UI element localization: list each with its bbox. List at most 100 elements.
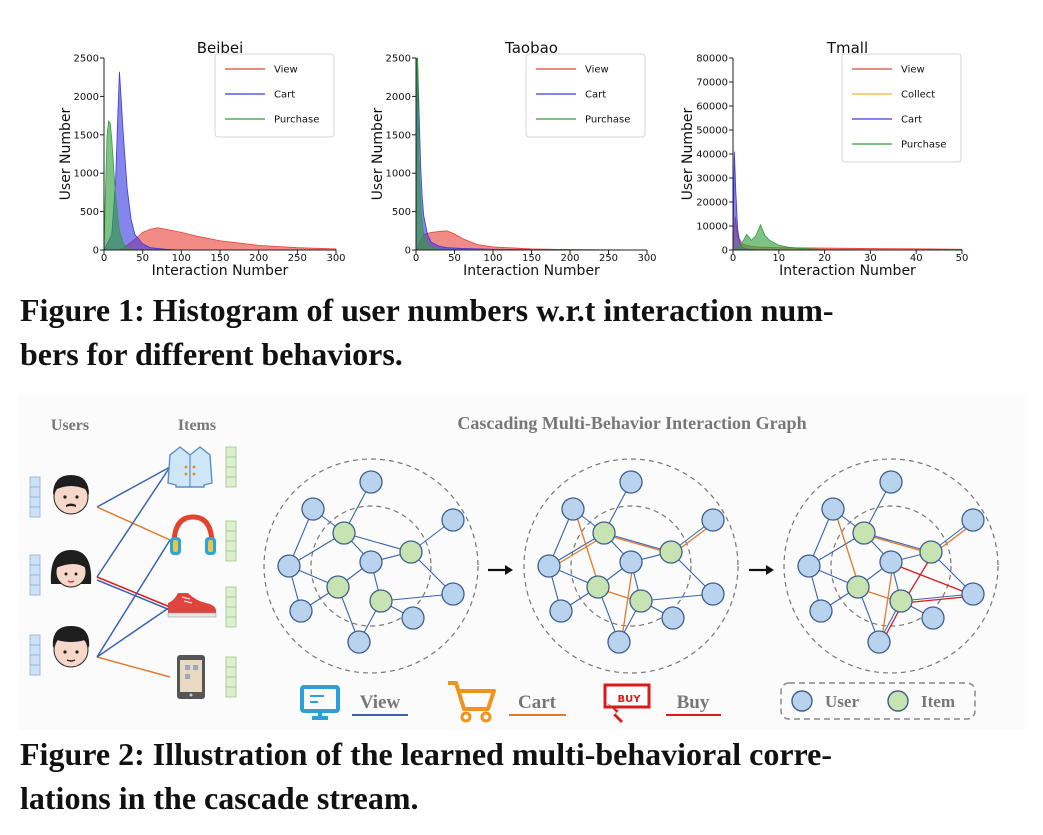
user-node — [879, 470, 903, 494]
outer-boundary — [523, 458, 739, 674]
series-purchase-area — [415, 57, 648, 251]
y-axis-label: User Number — [58, 107, 74, 200]
figure-1-caption: Figure 1: Histogram of user numbers w.r.… — [20, 288, 1020, 376]
x-tick-label: 30 — [864, 253, 877, 264]
item-node — [889, 589, 913, 613]
outer-boundary — [263, 458, 479, 674]
x-tick-label: 150 — [522, 253, 541, 264]
x-tick-label: 250 — [288, 253, 307, 264]
item-node — [332, 521, 356, 545]
legend-cart-label: Cart — [518, 692, 557, 713]
legend-label-cart: Cart — [274, 90, 295, 101]
y-tick-label: 40000 — [696, 150, 728, 161]
cart-edge — [880, 563, 894, 645]
user-node — [441, 508, 465, 532]
x-tick-label: 40 — [910, 253, 923, 264]
x-axis-label: Interaction Number — [779, 263, 916, 279]
x-tick-label: 50 — [956, 253, 969, 264]
y-tick-label: 10000 — [696, 222, 728, 233]
interaction-graph-buy — [783, 458, 999, 674]
x-tick-label: 0 — [730, 253, 736, 264]
x-tick-label: 20 — [818, 253, 831, 264]
legend-frame — [214, 53, 335, 138]
inner-boundary — [570, 505, 692, 627]
graph-nodes — [537, 470, 725, 654]
graph-title: Cascading Multi-Behavior Interaction Gra… — [457, 413, 806, 433]
avatar — [53, 475, 89, 515]
x-tick-label: 200 — [560, 253, 579, 264]
node-legend-box — [780, 682, 976, 720]
figure-2-illustration: Users Items Cascading Multi-Behavior Int… — [18, 395, 1025, 730]
graph-nodes — [797, 470, 985, 654]
y-tick-label: 20000 — [696, 198, 728, 209]
user-node — [301, 497, 325, 521]
user-node — [359, 470, 383, 494]
x-axis-label: Interaction Number — [152, 263, 289, 279]
item-node — [326, 575, 350, 599]
y-tick-label: 70000 — [696, 78, 728, 89]
legend-user-node — [791, 690, 813, 712]
item-node — [659, 540, 683, 564]
headphones-icon — [170, 514, 216, 555]
user-embedding-2 — [29, 554, 41, 596]
user-node — [619, 470, 643, 494]
user-node — [537, 554, 561, 578]
item-node — [629, 589, 653, 613]
item-embedding-4 — [225, 656, 237, 698]
legend-label-cart: Cart — [585, 90, 606, 101]
y-tick-label: 2000 — [74, 92, 99, 103]
buy-edge — [892, 563, 976, 597]
y-tick-label: 500 — [80, 207, 99, 218]
figure-2-caption: Figure 2: Illustration of the learned mu… — [20, 732, 1020, 820]
x-tick-label: 100 — [172, 253, 191, 264]
user-node — [607, 630, 631, 654]
item-node — [919, 540, 943, 564]
users-column-label: Users — [51, 417, 89, 434]
graph-nodes — [277, 470, 465, 654]
user-node — [867, 630, 891, 654]
chart-title: Taobao — [504, 39, 558, 57]
item-embedding-3 — [225, 586, 237, 628]
view-edge — [380, 593, 454, 602]
legend-label-purchase: Purchase — [585, 115, 630, 126]
view-icon — [300, 685, 340, 720]
legend-buy-label: Buy — [677, 692, 710, 713]
arrow-icon — [488, 565, 513, 575]
legend-label-collect: Collect — [901, 90, 935, 101]
user-node — [961, 508, 985, 532]
legend-label-purchase: Purchase — [901, 140, 946, 151]
outer-boundary — [783, 458, 999, 674]
series-cart-area — [103, 71, 182, 251]
y-tick-label: 30000 — [696, 174, 728, 185]
items-column-label: Items — [178, 417, 216, 434]
user-node — [347, 630, 371, 654]
legend-label-cart: Cart — [901, 115, 922, 126]
user-node — [289, 599, 313, 623]
buy-icon: BUY — [603, 683, 651, 723]
chart-title: Beibei — [197, 39, 244, 57]
y-tick-label: 2500 — [74, 54, 99, 65]
y-tick-label: 60000 — [696, 102, 728, 113]
user-node — [701, 508, 725, 532]
y-tick-label: 80000 — [696, 54, 728, 65]
x-axis-label: Interaction Number — [463, 263, 600, 279]
user-node — [701, 582, 725, 606]
view-edge — [640, 593, 714, 602]
legend-user-label: User — [825, 692, 859, 711]
user-node — [797, 554, 821, 578]
user-node — [821, 497, 845, 521]
x-tick-label: 100 — [483, 253, 502, 264]
y-tick-label: 1500 — [386, 130, 411, 141]
item-embedding-bars — [225, 446, 237, 698]
y-tick-label: 0 — [405, 246, 411, 257]
cart-edge — [620, 563, 634, 645]
inner-boundary — [310, 505, 432, 627]
item-node — [369, 589, 393, 613]
user-node — [401, 606, 425, 630]
item-embedding-2 — [225, 520, 237, 562]
item-node — [852, 521, 876, 545]
